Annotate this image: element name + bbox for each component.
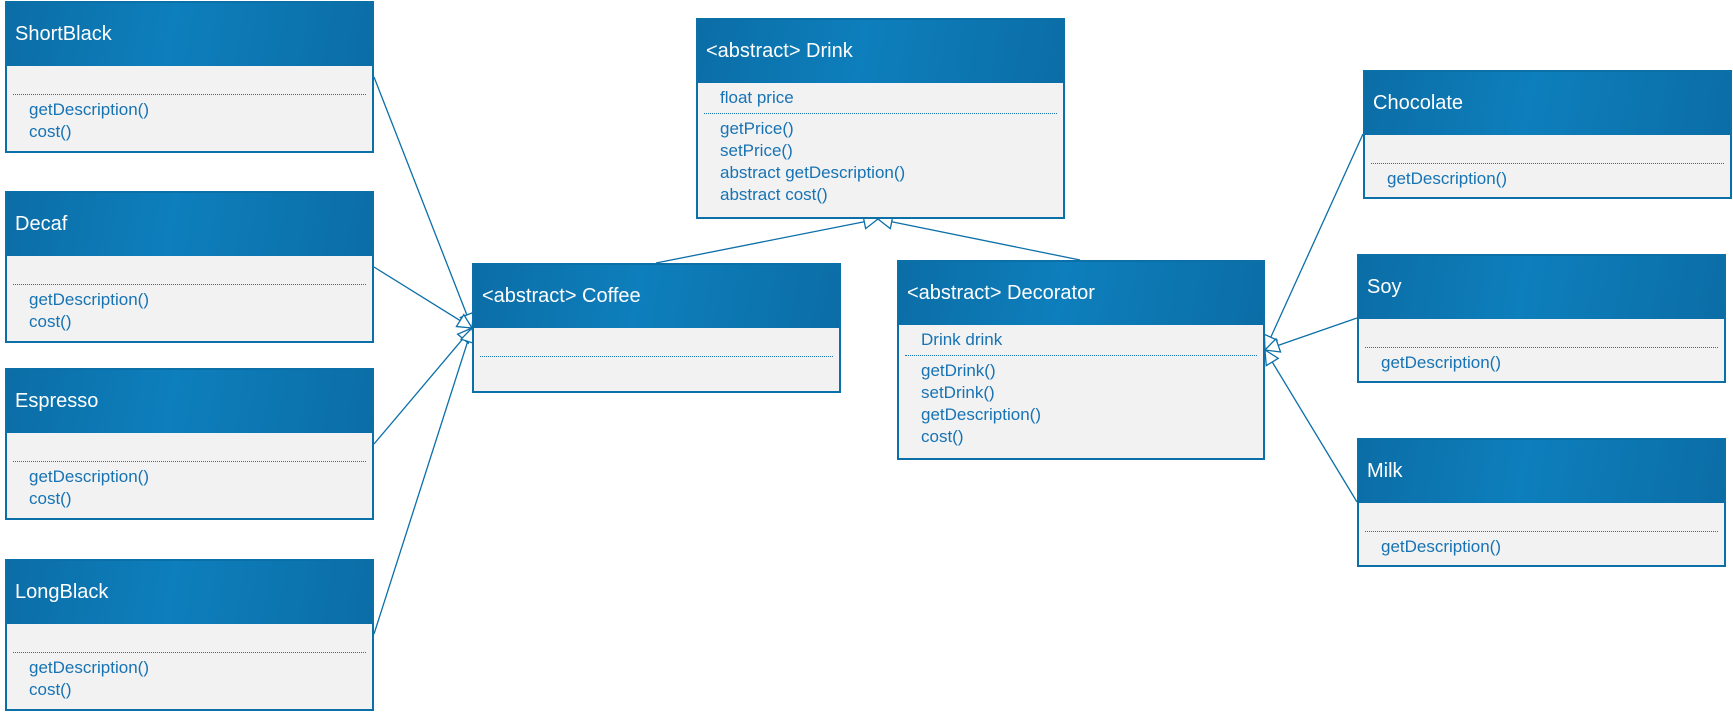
class-name: Soy [1359, 256, 1724, 319]
method: cost() [29, 489, 72, 508]
class-name: Milk [1359, 440, 1724, 503]
method: getDescription() [29, 467, 149, 486]
compartment-divider [13, 652, 366, 653]
inheritance-line-decaf [373, 266, 461, 322]
method: abstract getDescription() [720, 163, 906, 182]
method: cost() [29, 122, 72, 141]
method: getPrice() [720, 119, 794, 138]
compartment-divider [905, 355, 1257, 356]
inheritance-line-coffee [655, 221, 865, 264]
class-name: <abstract> Coffee [474, 265, 839, 328]
methods-section: getDescription() cost() [7, 95, 372, 143]
inheritance-line-soy [1278, 317, 1358, 347]
attributes-section [474, 328, 839, 356]
method: getDescription() [921, 405, 1041, 424]
method: cost() [29, 680, 72, 699]
compartment-divider [1365, 531, 1718, 532]
method: setPrice() [720, 141, 793, 160]
method: getDescription() [29, 658, 149, 677]
class-milk[interactable]: Milk getDescription() [1357, 438, 1726, 567]
inheritance-arrowhead-milk [1264, 348, 1280, 367]
attributes-section [1365, 135, 1730, 163]
inheritance-line-decorator [891, 221, 1081, 261]
methods-section: getDescription() cost() [7, 462, 372, 510]
compartment-divider [480, 356, 833, 357]
inheritance-line-chocolate [1270, 133, 1364, 338]
method: getDescription() [1381, 537, 1501, 556]
attribute: Drink drink [921, 330, 1003, 349]
method: setDrink() [921, 383, 995, 402]
class-shortblack[interactable]: ShortBlack getDescription() cost() [5, 1, 374, 153]
methods-section: getDrink() setDrink() getDescription() cost… [899, 356, 1263, 448]
method: abstract cost() [720, 185, 828, 204]
method: getDescription() [29, 290, 149, 309]
methods-section: getDescription() [1359, 532, 1724, 558]
methods-section: getDescription() [1359, 348, 1724, 374]
attributes-section: Drink drink [899, 325, 1263, 355]
compartment-divider [13, 461, 366, 462]
methods-section: getPrice() setPrice() abstract getDescript… [698, 114, 1063, 206]
attribute: float price [720, 88, 794, 107]
method: cost() [29, 312, 72, 331]
method: getDescription() [1381, 353, 1501, 372]
attributes-section [7, 66, 372, 94]
compartment-divider [1371, 163, 1724, 164]
methods-section: getDescription() cost() [7, 653, 372, 701]
method: cost() [921, 427, 964, 446]
attributes-section [1359, 319, 1724, 347]
inheritance-arrowhead-soy [1263, 337, 1282, 353]
attributes-section [7, 433, 372, 461]
inheritance-line-milk [1271, 361, 1358, 503]
compartment-divider [1365, 347, 1718, 348]
compartment-divider [704, 113, 1057, 114]
class-drink[interactable]: <abstract> Drink float price getPrice() set… [696, 18, 1065, 219]
inheritance-line-shortblack [373, 76, 468, 316]
class-name: ShortBlack [7, 3, 372, 66]
class-name: Espresso [7, 370, 372, 433]
compartment-divider [13, 284, 366, 285]
class-name: Decaf [7, 193, 372, 256]
method: getDescription() [1387, 169, 1507, 188]
method: getDescription() [29, 100, 149, 119]
attributes-section: float price [698, 83, 1063, 113]
inheritance-line-espresso [373, 338, 464, 445]
class-coffee[interactable]: <abstract> Coffee [472, 263, 841, 393]
compartment-divider [13, 94, 366, 95]
attributes-section [7, 256, 372, 284]
class-name: Chocolate [1365, 72, 1730, 135]
methods-section: getDescription() [1365, 164, 1730, 190]
inheritance-arrowhead-decaf [455, 313, 474, 329]
class-name: <abstract> Drink [698, 20, 1063, 83]
class-espresso[interactable]: Espresso getDescription() cost() [5, 368, 374, 520]
inheritance-line-longblack [373, 341, 469, 635]
class-decaf[interactable]: Decaf getDescription() cost() [5, 191, 374, 343]
class-longblack[interactable]: LongBlack getDescription() cost() [5, 559, 374, 711]
attributes-section [1359, 503, 1724, 531]
class-chocolate[interactable]: Chocolate getDescription() [1363, 70, 1732, 199]
methods-section: getDescription() cost() [7, 285, 372, 333]
class-soy[interactable]: Soy getDescription() [1357, 254, 1726, 383]
class-name: <abstract> Decorator [899, 262, 1263, 325]
attributes-section [7, 624, 372, 652]
method: getDrink() [921, 361, 996, 380]
class-name: LongBlack [7, 561, 372, 624]
